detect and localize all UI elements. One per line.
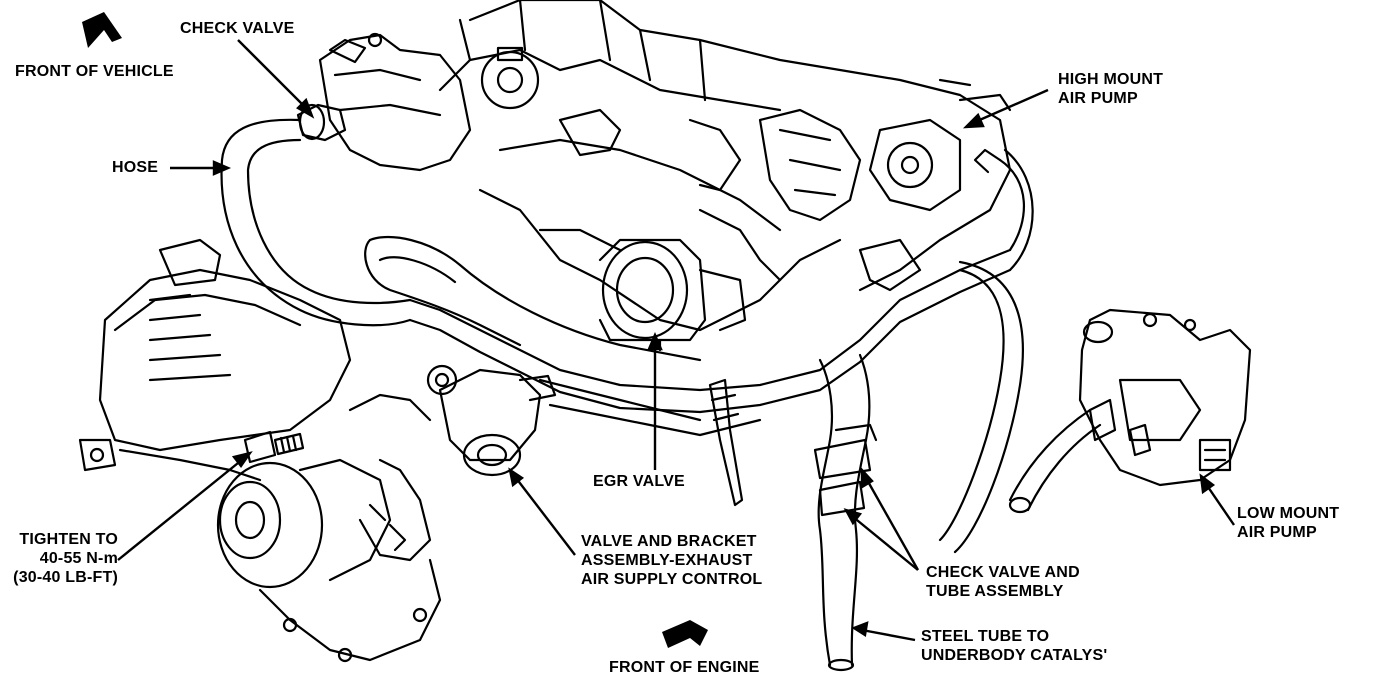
leader-steel-tube [851,621,916,642]
label-line: TIGHTEN TO [19,531,118,548]
label-line: VALVE AND BRACKET [581,533,757,550]
label-line: (30-40 LB-FT) [13,569,118,586]
throttle-housing [318,32,540,172]
label-line: AIR SUPPLY CONTROL [581,571,763,588]
crossover-tube [938,260,1102,554]
label-line: HIGH MOUNT [1058,71,1164,88]
label-check-valve-and-tube: CHECK VALVE AND TUBE ASSEMBLY [926,563,1080,601]
leader-check-valve-top [237,39,315,119]
transmission-housing [78,238,352,482]
engine-block [438,0,1012,332]
low-mount-air-pump [1078,308,1252,487]
label-line: UNDERBODY CATALYS' [921,647,1108,664]
leader-low-mount-air-pump [1199,473,1235,526]
label-front-of-engine: FRONT OF ENGINE [609,659,760,676]
label-steel-tube: STEEL TUBE TO UNDERBODY CATALYS' [921,627,1107,665]
air-hose [220,118,1034,414]
lower-frame [538,378,762,437]
check-valve-top [296,103,347,142]
valve-bracket-assembly [358,364,557,562]
leader-hose [170,160,232,176]
label-line: LOW MOUNT [1237,505,1340,522]
leader-egr-valve [647,331,663,470]
egr-valve [598,238,747,352]
label-line: AIR PUMP [1237,524,1317,541]
label-line: ASSEMBLY-EXHAUST [581,552,753,569]
label-line: 40-55 N-m [39,550,118,567]
label-line: AIR PUMP [1058,90,1138,107]
label-valve-and-bracket: VALVE AND BRACKET ASSEMBLY-EXHAUST AIR S… [581,532,762,589]
direction-arrow-icon [662,620,708,648]
label-line: CHECK VALVE AND [926,564,1080,581]
label-low-mount-air-pump: LOW MOUNT AIR PUMP [1237,504,1339,542]
label-tighten-to: TIGHTEN TO 40-55 N-m (30-40 LB-FT) [0,530,118,587]
label-high-mount-air-pump: HIGH MOUNT AIR PUMP [1058,70,1163,108]
leader-check-valve-and-tube [843,466,920,571]
mounting-bolt [243,430,305,464]
label-line: TUBE ASSEMBLY [926,583,1064,600]
leader-valve-and-bracket [508,467,576,556]
hose-clip [708,378,744,507]
label-egr-valve: EGR VALVE [593,473,685,490]
leader-high-mount-air-pump [962,88,1049,129]
check-valve-tube-assembly [813,353,878,672]
label-front-of-vehicle: FRONT OF VEHICLE [15,63,174,80]
direction-arrow-icon [82,12,122,48]
label-line: STEEL TUBE TO [921,628,1050,645]
leader-tighten-to [117,451,253,561]
label-hose: HOSE [112,159,159,176]
air-pump-pulley [216,393,442,663]
label-check-valve: CHECK VALVE [180,20,295,37]
